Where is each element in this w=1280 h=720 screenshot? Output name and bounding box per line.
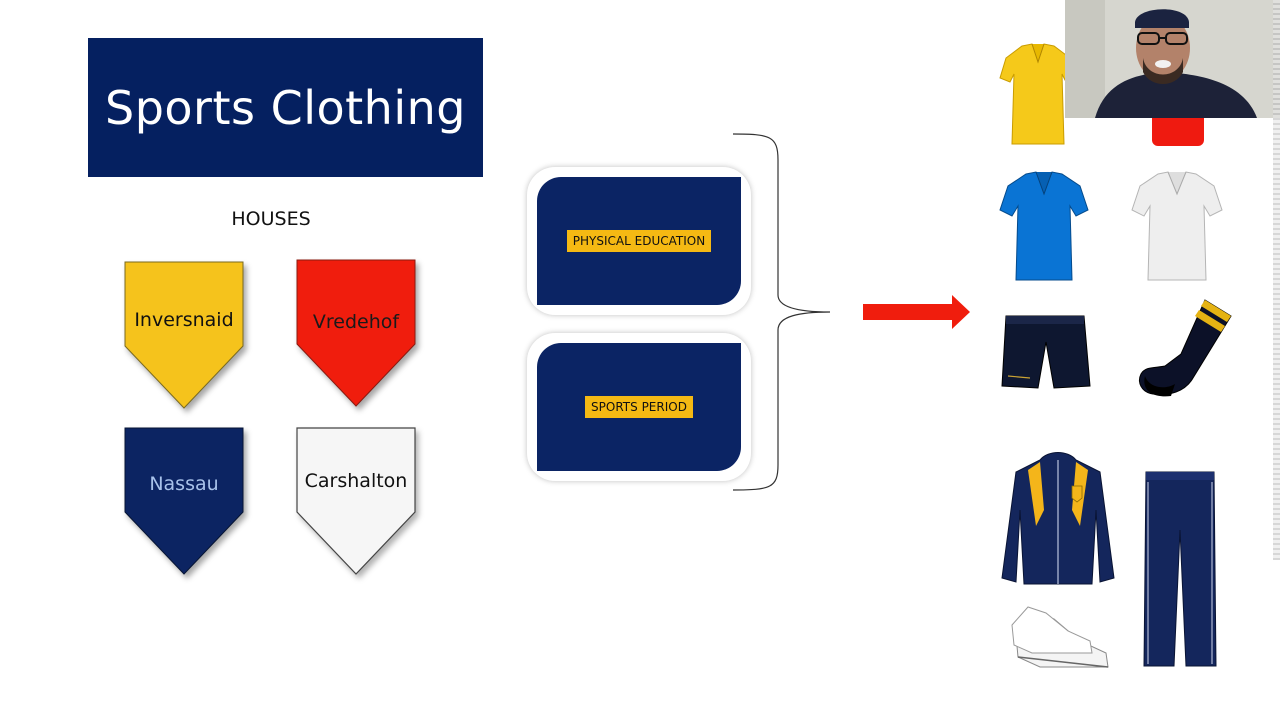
right-brace-icon (732, 133, 831, 491)
house-label: Carshalton (304, 470, 408, 492)
house-shield-vredehof: Vredehof (296, 259, 416, 409)
panel-body: PHYSICAL EDUCATION (537, 177, 741, 305)
yellow-polo-icon (999, 43, 1077, 145)
house-label: Vredehof (312, 311, 400, 333)
white-sneakers-icon (1011, 606, 1109, 668)
tracksuit-pants-icon (1143, 471, 1217, 667)
shield-shape (124, 261, 244, 409)
house-shield-carshalton: Carshalton (296, 427, 416, 577)
presenter-avatar (1065, 0, 1280, 118)
sports-period-panel: SPORTS PERIOD (527, 333, 751, 481)
house-label: Nassau (149, 473, 219, 495)
houses-heading: HOUSES (231, 208, 311, 230)
navy-socks-icon (1139, 299, 1232, 397)
house-label: Inversnaid (134, 309, 234, 331)
shield-shape (124, 427, 244, 575)
white-polo-icon (1131, 171, 1223, 281)
blue-polo-icon (999, 171, 1089, 281)
navy-shorts-icon (1001, 315, 1091, 389)
tracksuit-jacket-icon (1001, 452, 1115, 585)
red-shirt-icon (1152, 118, 1204, 146)
house-shield-nassau: Nassau (124, 427, 244, 577)
right-arrow-icon (863, 295, 970, 329)
physical-education-panel: PHYSICAL EDUCATION (527, 167, 751, 315)
shield-shape (296, 427, 416, 575)
slide-title: Sports Clothing (105, 80, 466, 135)
panel-label: PHYSICAL EDUCATION (566, 230, 712, 252)
shield-shape (296, 259, 416, 407)
panel-label: SPORTS PERIOD (585, 396, 693, 418)
slide-title-box: Sports Clothing (88, 38, 483, 177)
edge-scroll-strip (1273, 0, 1280, 560)
house-shield-inversnaid: Inversnaid (124, 261, 244, 411)
presenter-webcam-video (1065, 0, 1280, 118)
panel-body: SPORTS PERIOD (537, 343, 741, 471)
